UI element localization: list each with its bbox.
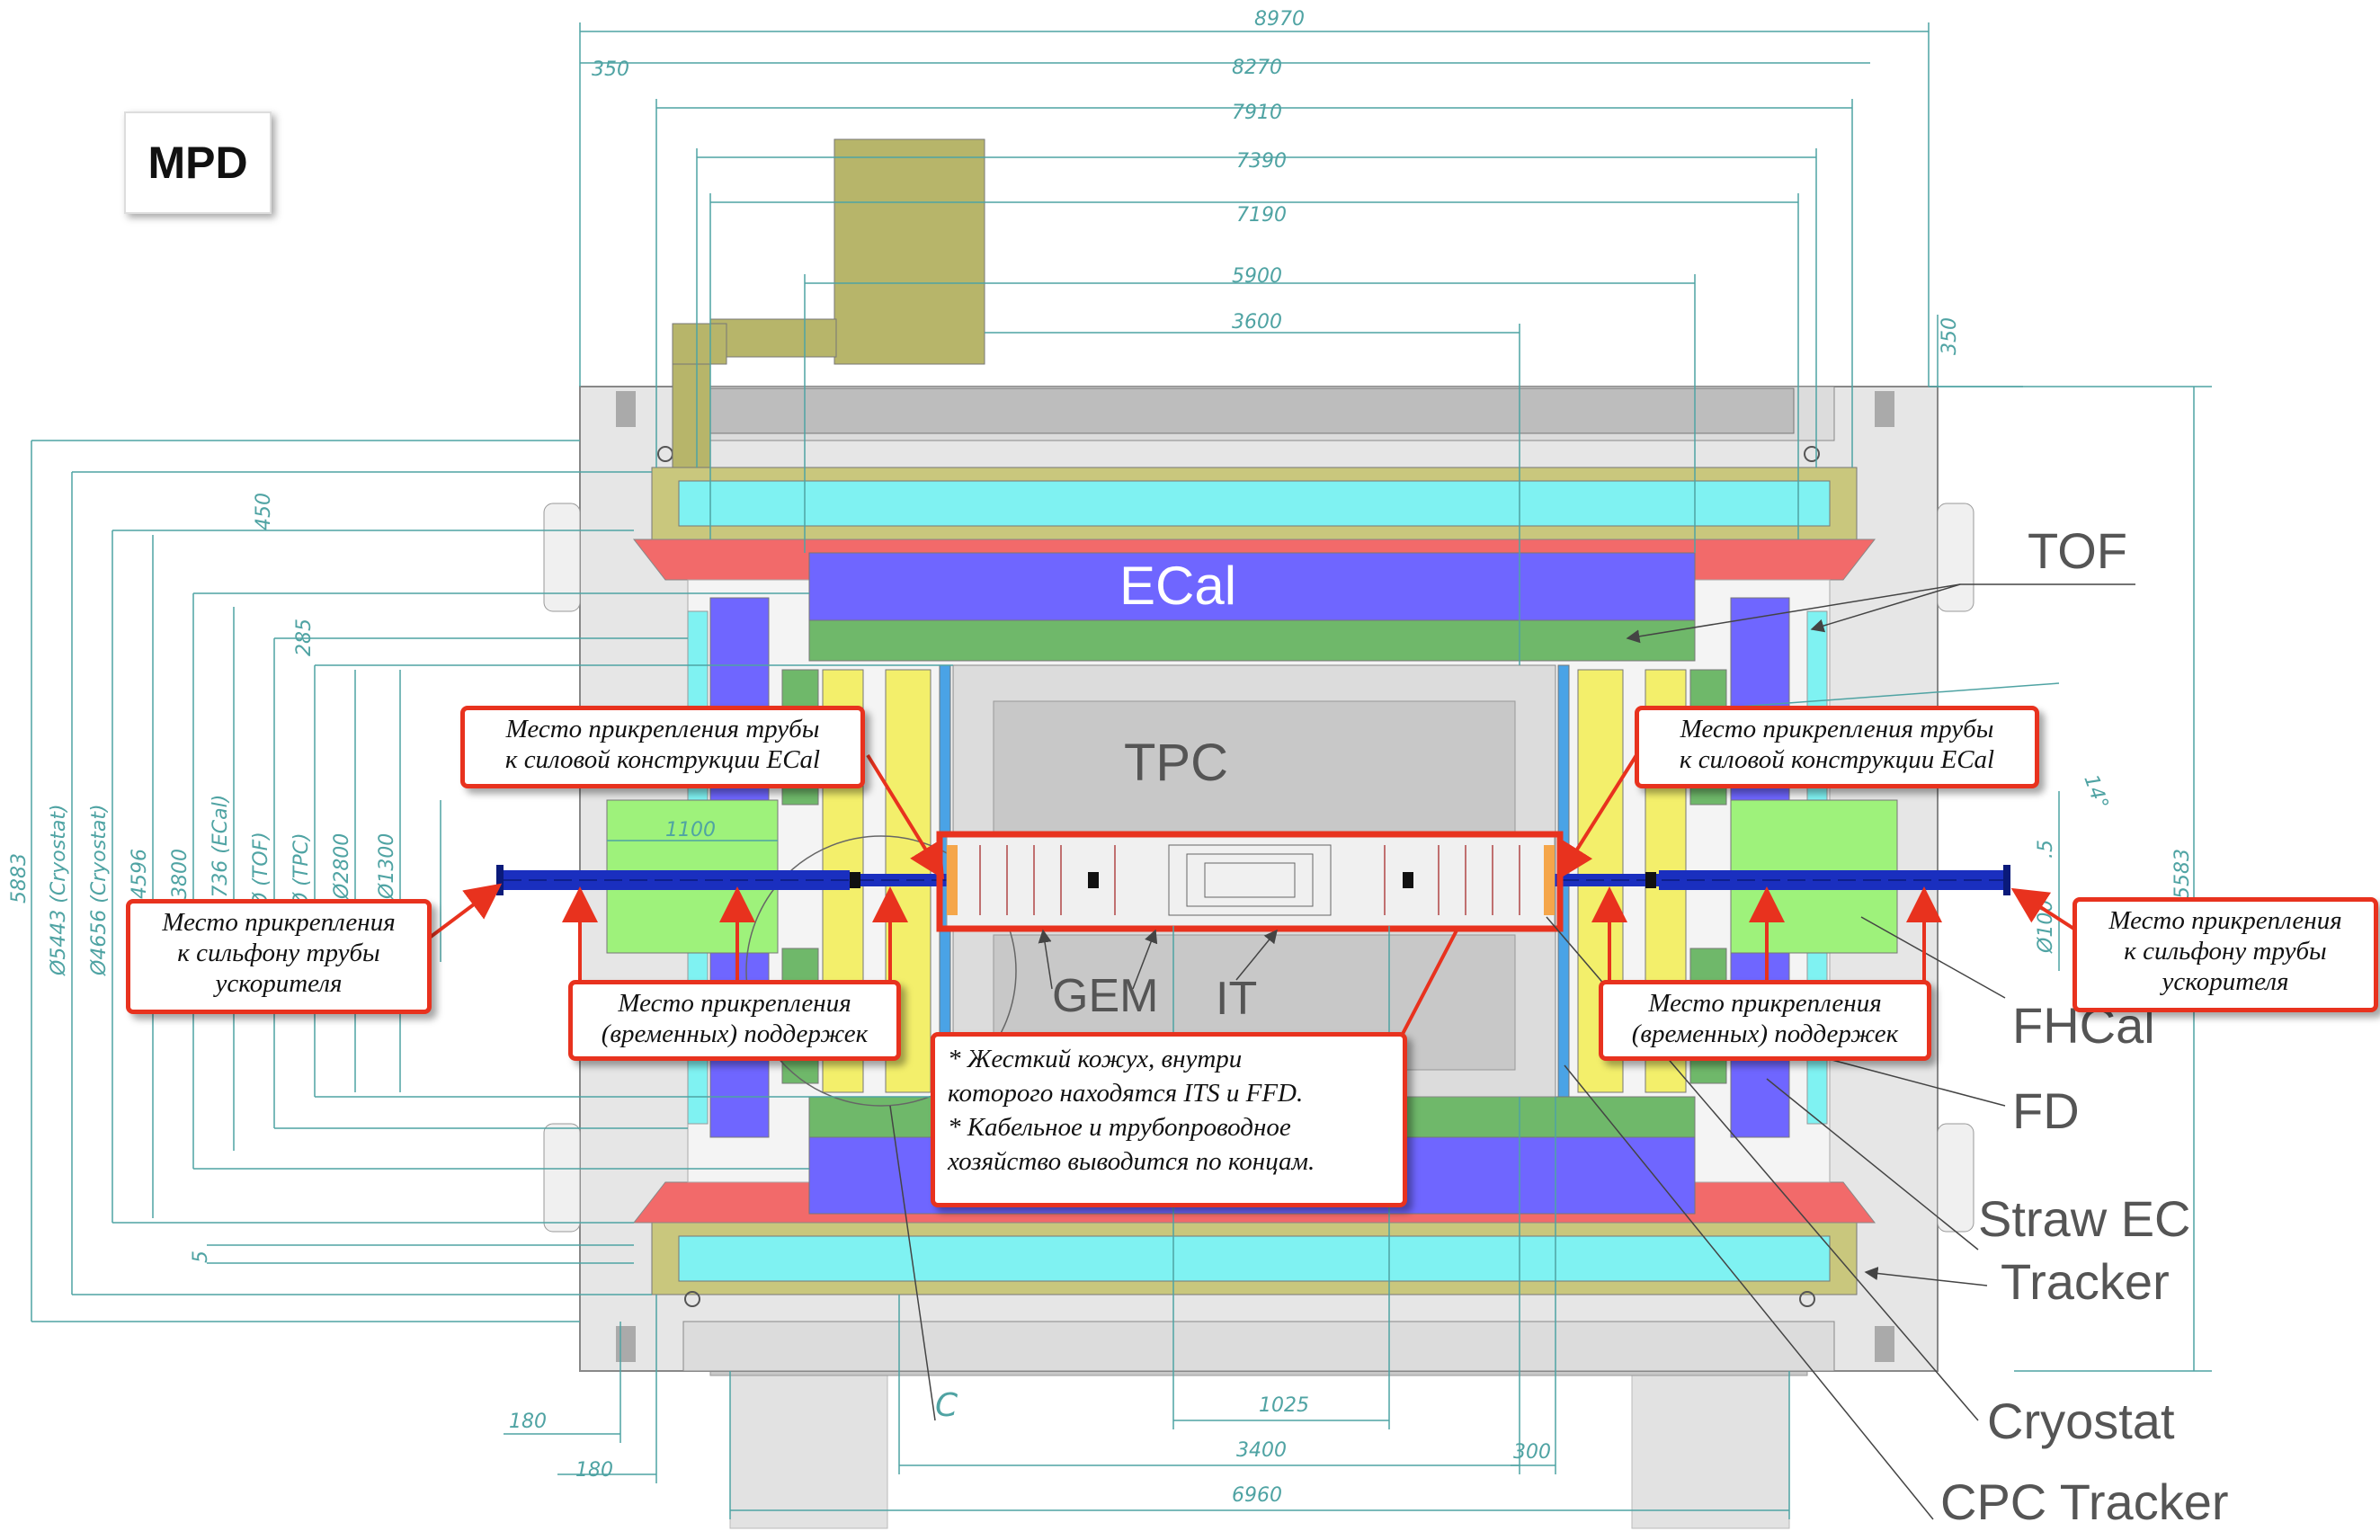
its-note-line4: хозяйство выводится по концам. [948,1147,1315,1176]
dim-5443: Ø5443 (Cryostat) [48,804,70,976]
cryostat-coil [651,446,1858,1307]
dim-180-a: 180 [509,1411,547,1433]
dim-285: 285 [293,619,316,656]
dim-4656: Ø4656 (Cryostat) [88,804,111,976]
straw-label: Straw EC [1978,1190,2191,1247]
dim-3600: 3600 [1232,311,1282,334]
dim-1300: Ø1300 [376,833,398,900]
cryostat-label: Cryostat [1987,1393,2175,1449]
dim-1025: 1025 [1259,1394,1309,1417]
its-note-line1: * Жесткий кожух, внутри [948,1045,1243,1073]
callout-bellows-right-line2: к сильфону трубы [2124,937,2327,966]
dim-2800: Ø2800 [331,833,353,900]
left-dimensions [31,440,953,1322]
callout-supports-right-line1: Место прикрепления [1648,989,1882,1018]
callout-bellows-right: Место прикрепления к сильфону трубы уско… [2072,897,2378,1012]
callout-bellows-left: Место прикрепления к сильфону трубы уско… [126,899,432,1014]
dim-5883: 5883 [8,853,31,904]
top-dimensions [579,22,2212,1372]
dim-angle: 14° [2079,772,2112,813]
dim-tof: Ø (TOF) [250,832,272,909]
dim-450: 450 [253,493,275,530]
dim-tpc: Ø (TPC) [290,832,313,909]
ecal-label: ECal [1119,556,1236,616]
callout-ecal-left-line2: к силовой конструкции ECal [504,745,821,774]
dim-7190: 7190 [1236,204,1287,227]
callout-ecal-right-line2: к силовой конструкции ECal [1679,745,1995,774]
dim-3800: 3800 [169,849,192,899]
callout-bellows-right-line1: Место прикрепления [2108,906,2342,935]
dim-300: 300 [1513,1441,1551,1464]
callout-supports-right-line2: (временных) поддержек [1631,1019,1899,1048]
dim-5: 5 [190,1251,212,1263]
tpc-label: TPC [1124,734,1228,792]
callout-bellows-left-line3: ускорителя [215,969,343,998]
callout-bellows-right-line3: ускорителя [2162,967,2289,996]
gem-label: GEM [1052,970,1158,1022]
dim-7910: 7910 [1232,102,1282,124]
its-note: * Жесткий кожух, внутри которого находят… [931,1032,1407,1207]
section-c-label: C [935,1387,958,1424]
dim-5583: 5583 [2171,849,2194,899]
cryostat-chimney [672,138,985,468]
callout-bellows-left-line1: Место прикрепления [162,908,396,937]
dim-right-350: 350 [1939,317,1961,355]
dim-3400: 3400 [1236,1439,1287,1462]
dim-7390: 7390 [1236,150,1287,173]
dim-180-b: 180 [575,1459,613,1482]
its-highlight-frame [936,831,1564,932]
tracker-label: Tracker [2001,1253,2170,1310]
dim-4596: 4596 [129,849,151,899]
it-label: IT [1216,973,1257,1025]
fd-label: FD [2012,1082,2080,1139]
dim-350: 350 [592,58,629,81]
dim-8970: 8970 [1254,8,1305,31]
dim-1100: 1100 [665,819,716,841]
dim-point5: .5 [2035,840,2057,859]
callout-ecal-right: Место прикрепления трубы к силовой конст… [1635,706,2039,788]
mpd-badge: MPD [124,111,272,214]
its-note-line3: * Кабельное и трубопроводное [948,1113,1291,1142]
callout-supports-left-line2: (временных) поддержек [601,1019,869,1048]
tof-label: TOF [2028,522,2127,579]
cpc-tracker-label: CPC Tracker [1940,1473,2229,1530]
callout-supports-left-line1: Место прикрепления [618,989,851,1018]
leader-lines [889,583,2135,1520]
dim-8270: 8270 [1232,57,1282,79]
callout-bellows-left-line2: к сильфону трубы [177,939,380,967]
callout-supports-left: Место прикрепления (временных) поддержек [568,980,901,1061]
callout-ecal-right-line1: Место прикрепления трубы [1680,715,1994,743]
callout-ecal-left-line1: Место прикрепления трубы [505,715,820,743]
its-note-line2: которого находятся ITS и FFD. [948,1079,1304,1108]
dim-d100: Ø100 [2035,900,2057,954]
callout-supports-right: Место прикрепления (временных) поддержек [1599,980,1931,1061]
dim-6960: 6960 [1232,1484,1282,1507]
dim-5900: 5900 [1232,265,1282,288]
its-housing [946,835,1555,927]
callout-ecal-left: Место прикрепления трубы к силовой конст… [460,706,865,788]
